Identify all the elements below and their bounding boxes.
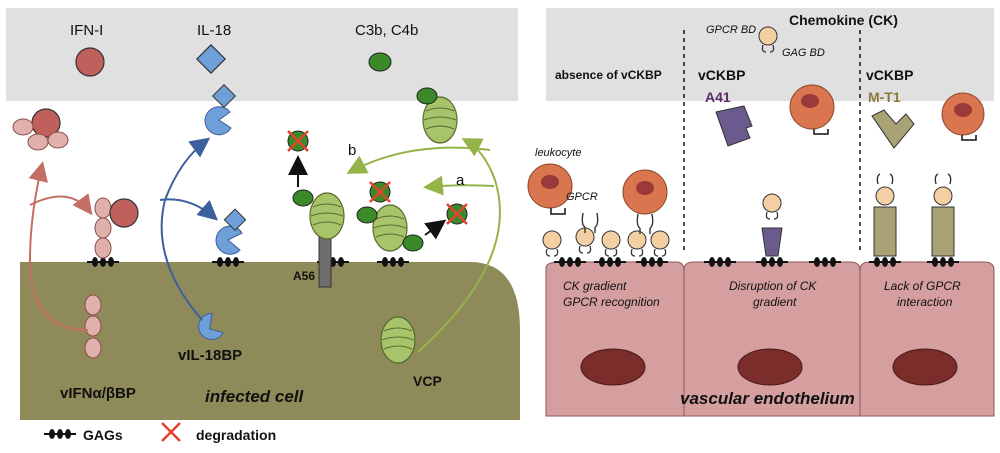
- vil18bp-released: [204, 83, 237, 136]
- mt1-bound-1: [873, 173, 897, 257]
- gag-legend-label: GAGs: [83, 427, 123, 443]
- mt1-bound-2: [931, 173, 955, 257]
- vcp-on-a56: [309, 192, 345, 240]
- gag-bd-label: GAG BD: [782, 47, 825, 59]
- vil18bp-bound: [215, 208, 247, 255]
- path-a-label: a: [456, 172, 465, 189]
- section-1-caption-2: GPCR recognition: [563, 295, 660, 309]
- section-3-caption-2: interaction: [897, 295, 953, 309]
- section-2-caption-1: Disruption of CK: [729, 279, 817, 293]
- section-1-caption-1: CK gradient: [563, 279, 627, 293]
- c3b-on-vcp-2: [402, 234, 424, 252]
- mt1-free: [871, 109, 915, 149]
- section-3-caption-1: Lack of GPCR: [884, 279, 961, 293]
- gpcr-bd-label: GPCR BD: [706, 24, 756, 36]
- a41-bound: [761, 227, 783, 257]
- endothelium: [545, 261, 995, 417]
- vcp-label: VCP: [413, 373, 442, 389]
- infected-cell-body: [20, 262, 520, 420]
- section-2-title: vCKBP: [698, 67, 745, 83]
- a56-protein: [318, 234, 332, 288]
- vil18bp-label: vIL-18BP: [178, 347, 242, 364]
- il18-release-arrow: [160, 137, 211, 321]
- c3b-degraded-2: [368, 180, 392, 204]
- section-1-title: absence of vCKBP: [555, 68, 662, 82]
- chemokine-label: Chemokine (CK): [789, 12, 898, 28]
- path-b-arrow: [346, 146, 491, 174]
- section-a41: vCKBP A41 Disruption of CK gradient: [698, 67, 842, 309]
- infected-cell-label: infected cell: [205, 387, 305, 406]
- gag-legend-icon: [43, 428, 77, 440]
- c3b-degraded-1: [286, 129, 310, 153]
- ifn-binding-arrow: [29, 193, 93, 216]
- complement-legend-label: C3b, C4b: [355, 22, 418, 39]
- a41-free: [715, 105, 753, 147]
- ifn-legend-icon: [75, 47, 105, 77]
- vcp-free: [380, 316, 416, 364]
- section-3-title: vCKBP: [866, 67, 913, 83]
- vcp-release-arrow: [417, 138, 501, 353]
- left-panel: IFN-I IL-18 C3b, C4b infected cell vIFNα…: [6, 8, 520, 443]
- right-panel: Chemokine (CK) GPCR BD GAG BD vascular e…: [527, 8, 995, 417]
- c3b-on-released-vcp: [416, 87, 438, 105]
- section-mt1: vCKBP M-T1 Lack of GPCR interaction: [866, 67, 985, 309]
- right-header-band: [546, 8, 994, 101]
- section-2-caption-2: gradient: [753, 295, 797, 309]
- gpcr-label: GPCR: [566, 191, 598, 203]
- ifn-legend-label: IFN-I: [70, 22, 103, 39]
- vifn-bp-label: vIFNα/βBP: [60, 385, 136, 402]
- vifn-bp-bound: [94, 197, 139, 259]
- il18-legend-label: IL-18: [197, 22, 231, 39]
- section-no-vckbp: absence of vCKBP CK gradient GPCR recogn…: [527, 68, 670, 309]
- vifn-bp-free: [84, 294, 102, 359]
- leukocyte-label: leukocyte: [535, 147, 581, 159]
- a56-label: A56: [293, 269, 315, 283]
- vil18bp-free: [198, 312, 224, 340]
- ifn-release-arrow: [28, 161, 89, 331]
- il18-binding-arrow: [159, 198, 219, 221]
- path-a-arrow: [423, 175, 495, 196]
- il18-legend-icon: [196, 44, 226, 74]
- c3b-on-a56: [292, 189, 314, 207]
- vcp-on-gag: [372, 204, 408, 252]
- degradation-legend-icon: [161, 422, 181, 442]
- section-3-protein: M-T1: [868, 89, 901, 105]
- c3b-degraded-3: [445, 202, 469, 226]
- degradation-legend-label: degradation: [196, 427, 276, 443]
- path-b-label: b: [348, 142, 356, 159]
- degradation-arrow-2: [424, 219, 447, 240]
- c3b-on-vcp: [356, 206, 378, 224]
- endothelium-label: vascular endothelium: [680, 389, 855, 408]
- complement-legend-icon: [368, 52, 392, 72]
- vifn-bp-released: [12, 108, 69, 151]
- section-2-protein: A41: [705, 89, 731, 105]
